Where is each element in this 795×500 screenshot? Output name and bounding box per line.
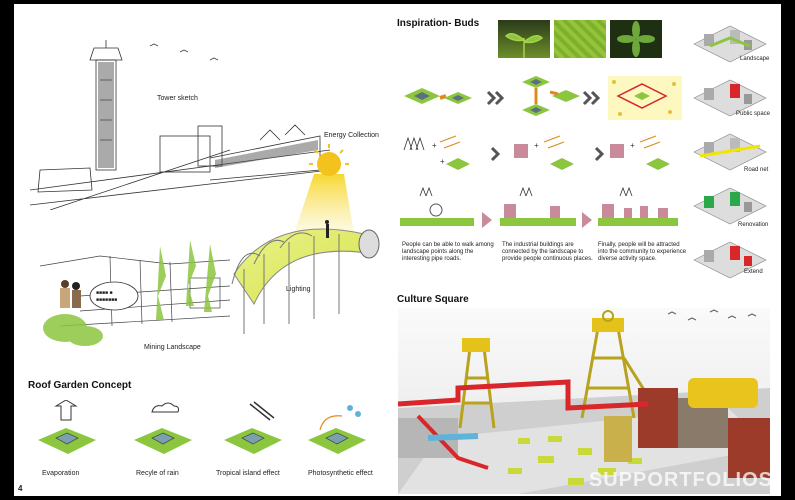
side-label-road-net: Road net <box>744 167 769 173</box>
bud-photo-leaf <box>554 20 606 58</box>
side-label-public-space: Public space <box>736 111 771 117</box>
culture-square-title: Culture Square <box>397 294 469 305</box>
buds-section-row3 <box>400 186 678 228</box>
svg-text:+: + <box>534 141 539 150</box>
energy-pipe-illustration <box>231 144 380 334</box>
lighting-label: Lighting <box>286 286 311 293</box>
svg-text:+: + <box>440 157 445 166</box>
tower-sketch-drawing <box>30 40 330 210</box>
portfolio-page: Tower sketch Energy Collection <box>14 4 781 496</box>
bud-photo-plant <box>610 20 662 58</box>
side-label-extend: Extend <box>744 269 763 275</box>
roof-garden-icons <box>38 400 366 454</box>
inspiration-title: Inspiration- Buds <box>397 18 480 29</box>
svg-text:■■■■ ■: ■■■■ ■ <box>96 290 113 296</box>
roof-item-recycle-rain: Recyle of rain <box>136 470 179 477</box>
supportfolios-watermark: SUPPORTFOLIOS <box>588 469 773 491</box>
paragraph-attracted: Finally, people will be attracted into t… <box>598 242 687 262</box>
side-label-landscape: Landscape <box>740 56 770 62</box>
mining-landscape-label: Mining Landscape <box>144 344 201 351</box>
page-number: 4 <box>18 484 23 493</box>
buds-diagram-row2: + + + + <box>403 135 670 170</box>
buds-diagram-row1 <box>404 76 682 120</box>
mining-landscape-drawing: ■■■■ ■ ■■■■■■■ <box>40 236 230 346</box>
svg-text:+: + <box>630 141 635 150</box>
energy-collection-label: Energy Collection <box>324 132 379 139</box>
culture-square-render <box>398 308 770 494</box>
paragraph-connected: The industrial buildings are connected b… <box>502 242 593 262</box>
svg-text:■■■■■■■: ■■■■■■■ <box>96 297 117 303</box>
bud-photo-sprout <box>498 20 550 58</box>
side-label-renovation: Renovation <box>738 222 769 228</box>
tower-sketch-label: Tower sketch <box>157 95 198 102</box>
roof-item-evaporation: Evaporation <box>42 470 80 477</box>
paragraph-walk: People can be able to walk among landsca… <box>402 242 494 262</box>
svg-text:+: + <box>432 141 437 150</box>
roof-item-tropical-island: Tropical island effect <box>216 470 280 477</box>
side-diagram-stack <box>693 25 767 279</box>
roof-item-photosynthetic: Photosynthetic effect <box>308 470 373 477</box>
roof-garden-title: Roof Garden Concept <box>28 380 132 391</box>
